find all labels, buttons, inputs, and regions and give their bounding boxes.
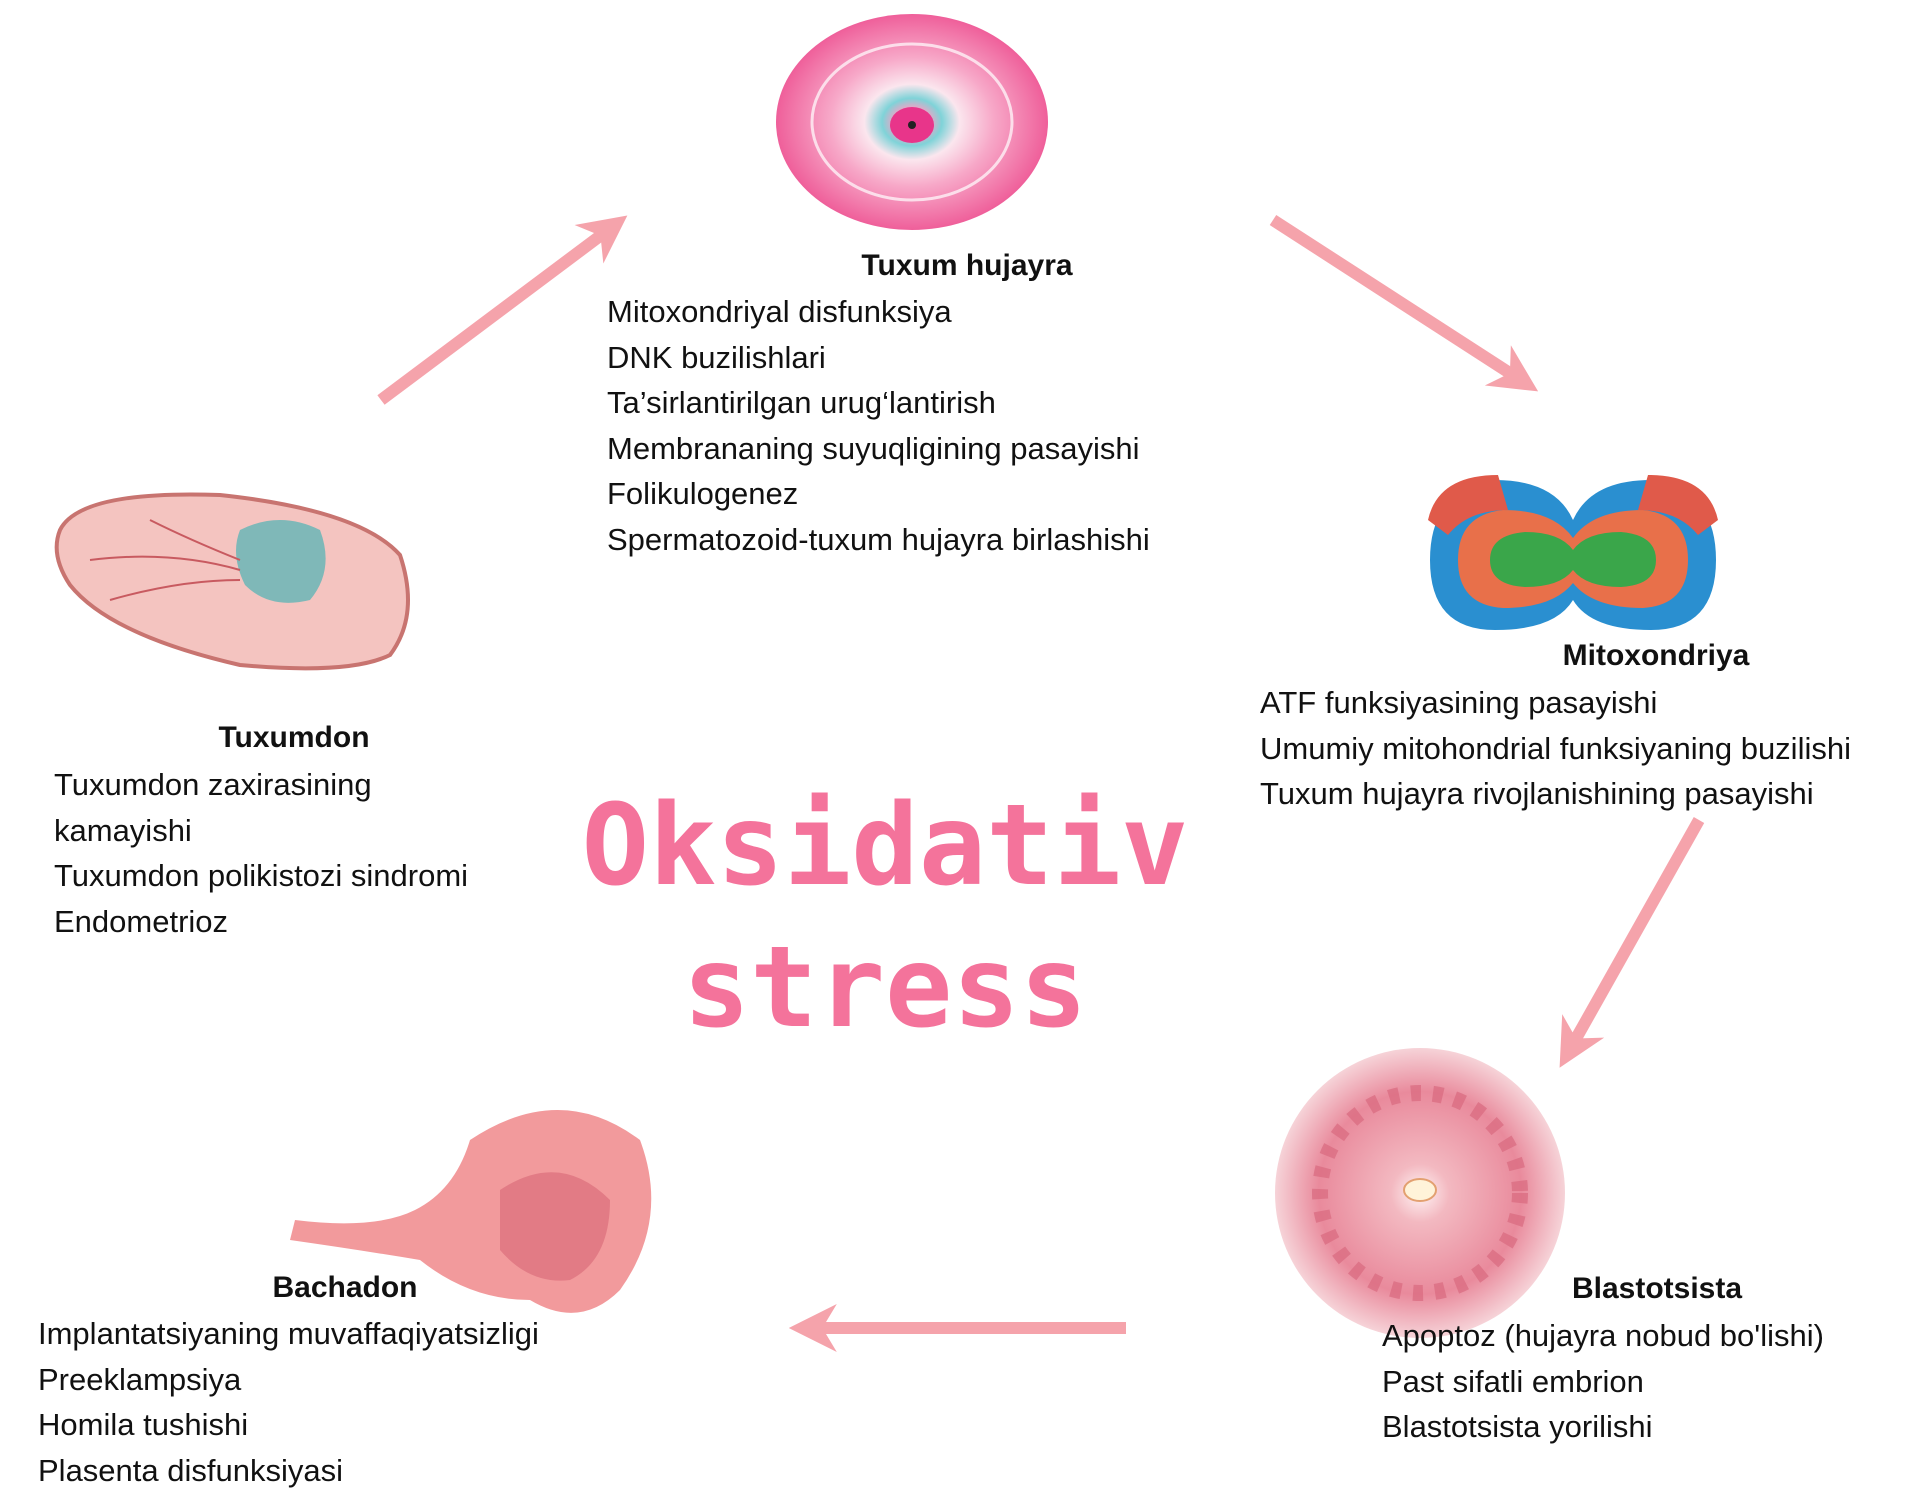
list-item: ATF funksiyasining pasayishi	[1260, 685, 1658, 720]
ovary-effects-list: Tuxumdon zaxirasining kamayishi Tuxumdon…	[54, 762, 468, 944]
list-item: kamayishi	[54, 812, 192, 848]
center-title-line2: stress	[682, 923, 1088, 1053]
blastocyst-image	[1275, 1048, 1565, 1338]
ovary-image	[54, 492, 410, 671]
egg-effects-list: Mitoxondriyal disfunksiya DNK buzilishla…	[607, 289, 1150, 562]
list-item: Preeklampsiya	[38, 1361, 242, 1397]
list-item: Tuxum hujayra rivojlanishining pasayishi	[1260, 776, 1814, 811]
list-item: Folikulogenez	[607, 476, 799, 511]
mitochondria-image	[1428, 475, 1718, 630]
list-item: Apoptoz (hujayra nobud bo'lishi)	[1382, 1318, 1824, 1353]
list-item: Tuxumdon zaxirasining	[54, 767, 372, 802]
list-item: Past sifatli embrion	[1382, 1363, 1644, 1399]
blasto-title: Blastotsista	[1571, 1272, 1743, 1305]
list-item: Umumiy mitohondrial funksiyaning buzilis…	[1260, 730, 1851, 766]
mito-title: Mitoxondriya	[1562, 639, 1750, 672]
list-item: Tuxumdon polikistozi sindromi	[54, 858, 469, 893]
uterus-title: Bachadon	[272, 1271, 418, 1304]
center-title-line1: Oksidativ	[581, 781, 1189, 911]
egg-title: Tuxum hujayra	[861, 249, 1073, 282]
blasto-effects-list: Apoptoz (hujayra nobud bo'lishi) Past si…	[1382, 1313, 1824, 1450]
list-item: Endometrioz	[54, 903, 229, 939]
uterus-image	[290, 1110, 652, 1313]
list-item: DNK buzilishlari	[607, 339, 826, 375]
list-item: Blastotsista yorilishi	[1382, 1409, 1653, 1444]
list-item: Spermatozoid-tuxum hujayra birlashishi	[607, 521, 1150, 557]
list-item: Plasenta disfunksiyasi	[38, 1452, 343, 1488]
list-item: Ta’sirlantirilgan urug‘lantirish	[607, 385, 996, 420]
egg-cell-image	[776, 14, 1048, 230]
mito-effects-list: ATF funksiyasining pasayishi Umumiy mito…	[1260, 680, 1851, 817]
ovary-title: Tuxumdon	[218, 721, 370, 754]
list-item: Membrananing suyuqligining pasayishi	[607, 430, 1140, 466]
arrow-ovary-to-egg	[377, 215, 628, 405]
list-item: Homila tushishi	[38, 1407, 249, 1442]
arrow-egg-to-mito	[1269, 214, 1539, 392]
uterus-effects-list: Implantatsiyaning muvaffaqiyatsizligi Pr…	[38, 1311, 539, 1493]
arrow-mito-to-blasto	[1559, 817, 1705, 1068]
list-item: Mitoxondriyal disfunksiya	[607, 294, 952, 329]
list-item: Implantatsiyaning muvaffaqiyatsizligi	[38, 1316, 539, 1351]
